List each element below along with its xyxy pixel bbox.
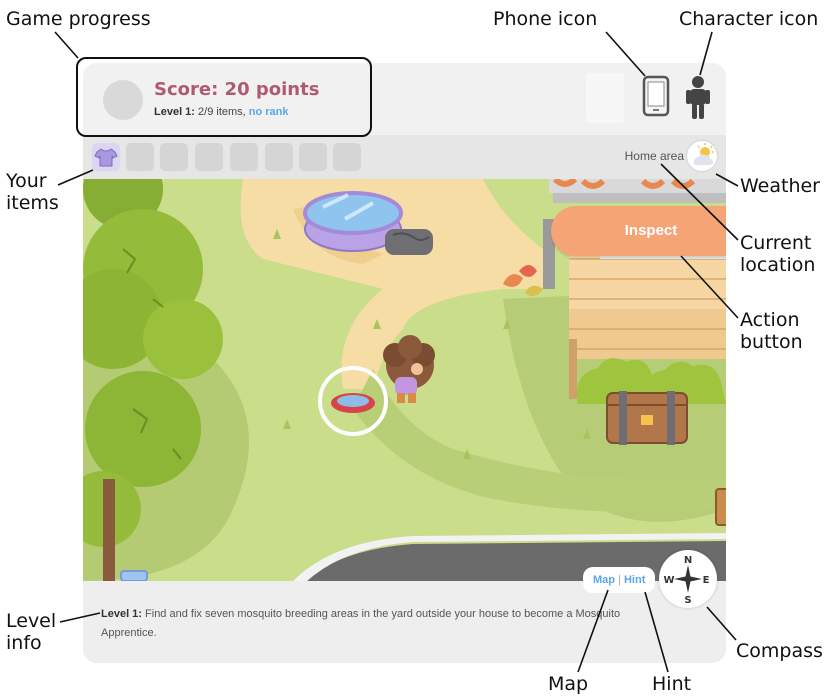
weather-button[interactable]	[687, 141, 717, 171]
level-info-text: Find and fix seven mosquito breeding are…	[101, 608, 621, 639]
label-your-items: Your items	[6, 170, 59, 214]
item-slot[interactable]	[299, 143, 327, 171]
compass-n: N	[684, 555, 692, 566]
game-progress-highlight	[76, 57, 372, 137]
label-map: Map	[548, 673, 589, 695]
item-slot[interactable]	[265, 143, 293, 171]
label-character-icon: Character icon	[679, 8, 819, 30]
label-game-progress: Game progress	[6, 8, 151, 30]
label-action-button: Action button	[740, 309, 803, 353]
item-slot[interactable]	[126, 143, 154, 171]
level-info-bar: Level 1: Find and fix seven mosquito bre…	[83, 581, 726, 663]
item-slot-shirt[interactable]	[92, 143, 120, 171]
item-slot[interactable]	[333, 143, 361, 171]
label-weather: Weather	[740, 175, 820, 197]
item-slot[interactable]	[195, 143, 223, 171]
game-frame: Score: 20 points Level 1: 2/9 items, no …	[83, 63, 726, 663]
level-info-prefix: Level 1:	[101, 608, 142, 620]
level-progress: Level 1: 2/9 items, no rank	[154, 106, 289, 118]
item-slot[interactable]	[230, 143, 258, 171]
label-hint: Hint	[652, 673, 692, 695]
compass-rose-icon: N S E W	[663, 555, 710, 606]
score-text: Score: 20 points	[154, 79, 320, 100]
phone-icon[interactable]	[641, 75, 671, 117]
compass-w: W	[663, 575, 674, 586]
partly-sunny-icon	[693, 143, 714, 165]
label-level-info: Level info	[6, 610, 57, 654]
inspect-button[interactable]: Inspect	[551, 206, 726, 256]
shirt-icon	[94, 148, 118, 167]
label-current-location: Current location	[740, 232, 816, 276]
compass[interactable]: N S E W	[659, 550, 717, 608]
avatar	[103, 80, 143, 120]
label-phone-icon: Phone icon	[493, 8, 598, 30]
compass-s: S	[684, 595, 691, 606]
label-compass: Compass	[736, 640, 823, 662]
compass-e: E	[703, 575, 710, 586]
map-button[interactable]: Map	[593, 574, 615, 586]
character-icon[interactable]	[683, 75, 713, 121]
hud-blank-slot	[586, 73, 624, 123]
items-progress: 2/9 items,	[198, 106, 246, 118]
level-info: Level 1: Find and fix seven mosquito bre…	[101, 605, 661, 643]
item-bar: Home area	[83, 135, 726, 179]
current-location: Home area	[624, 149, 684, 163]
rank-text: no rank	[248, 106, 289, 118]
level-prefix: Level 1:	[154, 106, 195, 118]
item-slot[interactable]	[160, 143, 188, 171]
hint-button[interactable]: Hint	[623, 574, 646, 586]
map-hint-separator: |	[618, 574, 621, 586]
map-hint-pill: Map | Hint	[583, 567, 656, 593]
